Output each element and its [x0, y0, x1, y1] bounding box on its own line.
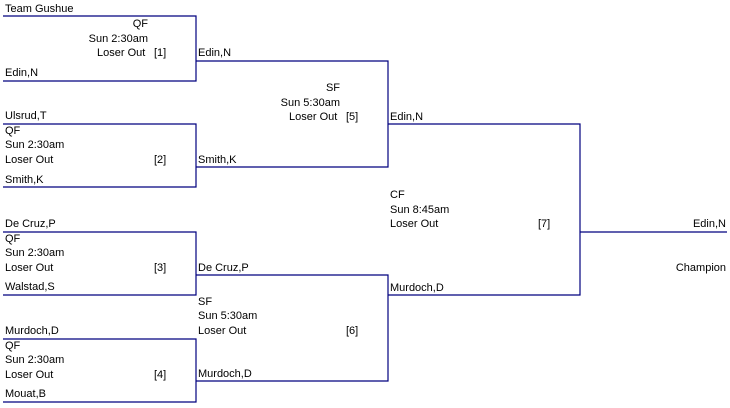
- qf3-round: QF: [5, 233, 21, 245]
- final-bottom-team: Murdoch,D: [390, 282, 444, 294]
- qf2-time: Sun 2:30am: [5, 139, 65, 151]
- final-round: CF: [390, 189, 405, 201]
- qf3-format: Loser Out: [5, 262, 54, 274]
- qf4-top-team: Murdoch,D: [5, 325, 59, 337]
- final-bracket-line: [388, 123, 581, 296]
- champion-team: Edin,N: [692, 218, 726, 230]
- final-time: Sun 8:45am: [390, 204, 450, 216]
- qf1-format: Loser Out: [97, 47, 146, 59]
- qf3-game-number: [3]: [154, 262, 167, 274]
- sf2-bottom-team: Murdoch,D: [198, 368, 252, 380]
- champion-label: Champion: [675, 262, 726, 274]
- qf1-round: QF: [132, 18, 148, 30]
- qf1-time: Sun 2:30am: [88, 33, 148, 45]
- sf1-round: SF: [325, 82, 340, 94]
- qf4-bottom-team: Mouat,B: [5, 388, 46, 400]
- qf3-bracket-line: [3, 231, 197, 296]
- sf2-top-team: De Cruz,P: [198, 262, 249, 274]
- qf4-bracket-line: [3, 338, 197, 403]
- qf3-time: Sun 2:30am: [5, 247, 65, 259]
- sf1-bottom-team: Smith,K: [198, 154, 237, 166]
- sf1-top-team: Edin,N: [198, 47, 232, 59]
- sf1-game-number: [5]: [346, 111, 359, 123]
- final-format: Loser Out: [390, 218, 439, 230]
- final-top-team: Edin,N: [390, 111, 424, 123]
- qf1-bracket-line: [3, 15, 197, 82]
- qf2-game-number: [2]: [154, 154, 167, 166]
- qf4-round: QF: [5, 340, 21, 352]
- sf2-format: Loser Out: [198, 325, 247, 337]
- qf3-bottom-team: Walstad,S: [5, 281, 55, 293]
- qf2-bracket-line: [3, 123, 197, 188]
- sf2-round: SF: [198, 296, 213, 308]
- qf1-game-number: [1]: [154, 47, 167, 59]
- qf2-format: Loser Out: [5, 154, 54, 166]
- final-game-number: [7]: [538, 218, 551, 230]
- qf2-bottom-team: Smith,K: [5, 174, 44, 186]
- sf1-format: Loser Out: [289, 111, 338, 123]
- qf2-round: QF: [5, 125, 21, 137]
- qf1-bottom-team: Edin,N: [5, 67, 39, 79]
- sf2-bracket-line: [196, 274, 389, 382]
- qf2-top-team: Ulsrud,T: [5, 110, 47, 122]
- qf4-time: Sun 2:30am: [5, 354, 65, 366]
- sf1-bracket-line: [196, 60, 389, 168]
- sf1-time: Sun 5:30am: [280, 97, 340, 109]
- sf2-time: Sun 5:30am: [198, 310, 258, 322]
- qf4-format: Loser Out: [5, 369, 54, 381]
- qf4-game-number: [4]: [154, 369, 167, 381]
- qf1-top-team: Team Gushue: [5, 3, 74, 15]
- sf2-game-number: [6]: [346, 325, 359, 337]
- qf3-top-team: De Cruz,P: [5, 218, 56, 230]
